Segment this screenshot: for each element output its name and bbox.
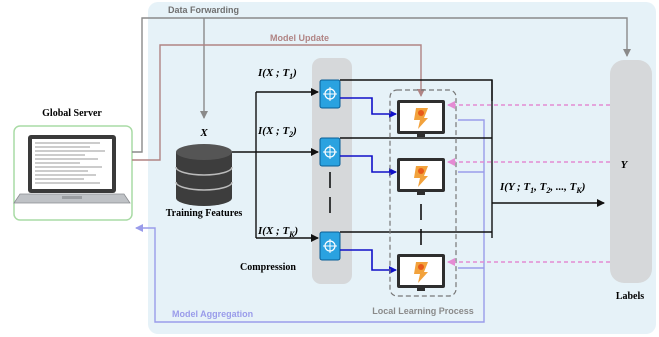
feature-fanout <box>232 88 319 242</box>
info-term-tk: I(X ; TK) <box>257 225 298 239</box>
data-forwarding-path <box>132 17 631 153</box>
representation-lines <box>340 79 605 238</box>
info-term-t1: I(X ; T1) <box>257 67 297 81</box>
labels-bar <box>610 60 652 283</box>
model-aggregation-path <box>135 119 485 323</box>
global-server <box>13 125 133 221</box>
compression-bar <box>312 58 352 284</box>
model-aggregation-label: Model Aggregation <box>172 309 253 319</box>
data-forwarding-label: Data Forwarding <box>168 5 239 15</box>
monitor-icon <box>397 100 445 137</box>
compression-label: Compression <box>240 262 296 273</box>
database-icon <box>175 144 233 206</box>
local-learning-label: Local Learning Process <box>372 306 474 316</box>
laptop-icon <box>13 135 131 204</box>
y-label: Y <box>621 159 629 171</box>
global-server-label: Global Server <box>42 108 102 119</box>
labels-label: Labels <box>616 291 644 302</box>
training-features-label: Training Features <box>166 208 243 219</box>
encoder-icon <box>319 137 341 167</box>
label-feedback-arrows <box>447 101 610 266</box>
info-term-t2: I(X ; T2) <box>257 125 297 139</box>
monitor-icon <box>397 158 445 195</box>
x-label: X <box>199 127 208 139</box>
encoder-icon <box>319 231 341 261</box>
encoder-icon <box>319 79 341 109</box>
info-term-yt: I(Y ; T1, T2, ..., TK) <box>499 181 585 195</box>
model-update-path <box>132 44 425 161</box>
local-learning-box <box>389 89 457 297</box>
monitor-icon <box>397 254 445 291</box>
model-update-label: Model Update <box>270 33 329 43</box>
encoder-to-model-arrows <box>340 97 397 274</box>
